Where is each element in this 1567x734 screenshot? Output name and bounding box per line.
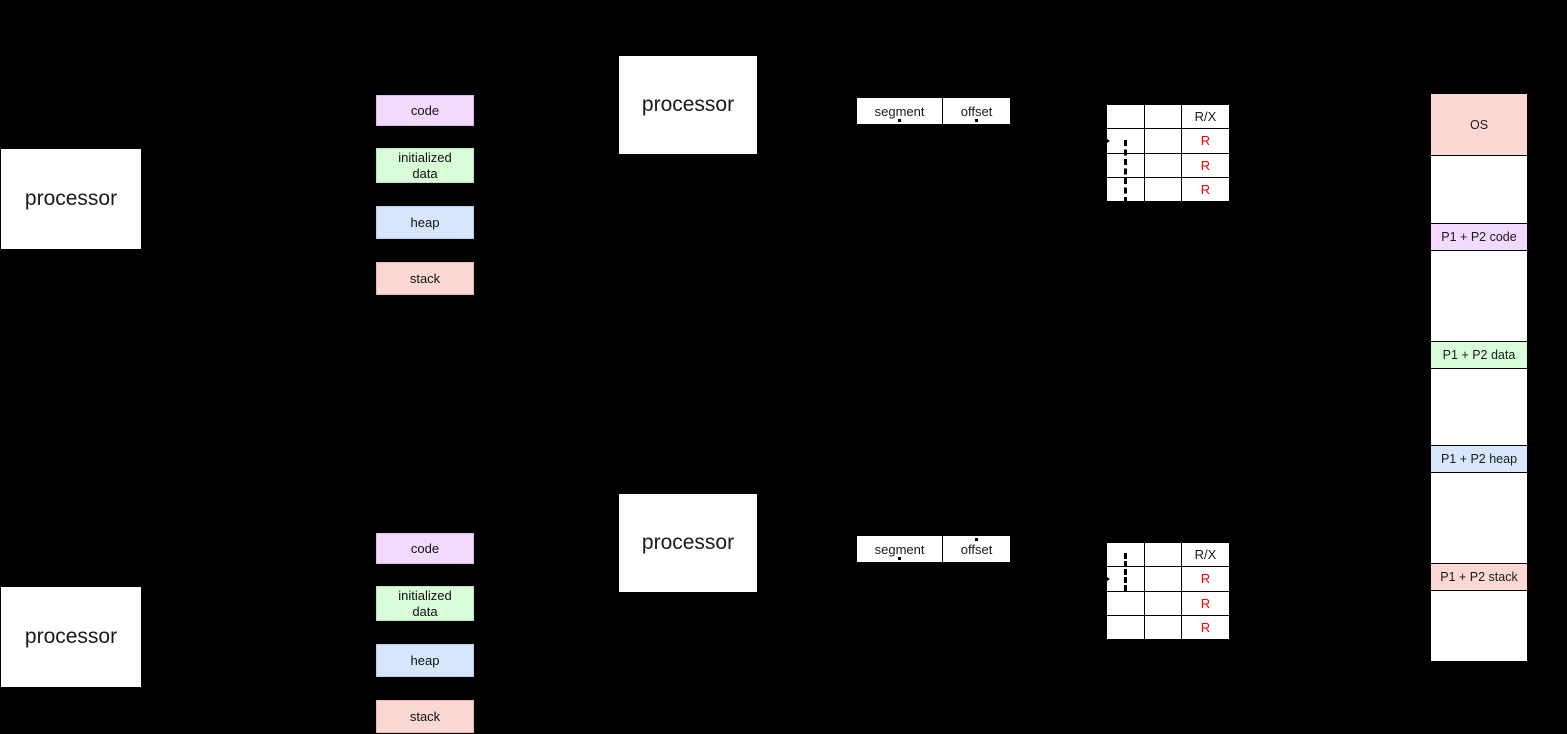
permission-cell-base[interactable] — [1106, 614, 1145, 641]
permission-cell-limit[interactable] — [1143, 590, 1182, 616]
marker-dot-offset-bottom — [975, 538, 979, 541]
permission-cell-flags[interactable]: R/X — [1181, 103, 1230, 130]
memory-region-os: OS — [1431, 93, 1527, 156]
marker-dot-segment-bottom — [898, 557, 902, 560]
marker-dot-offset-top — [975, 119, 979, 122]
address-field-offset-bottom[interactable]: offset — [942, 536, 1010, 562]
permission-row[interactable]: R — [1106, 566, 1230, 592]
memory-region-free-1 — [1431, 156, 1527, 223]
processor-box-center-bottom: processor — [618, 493, 758, 593]
memory-region-free-4 — [1431, 473, 1527, 563]
selection-arrow-icon-top — [1101, 134, 1110, 147]
permission-cell-base[interactable] — [1106, 590, 1145, 616]
memory-region-p1-p2-stack: P1 + P2 stack — [1431, 563, 1527, 591]
permission-cell-flags[interactable]: R — [1181, 152, 1230, 178]
permission-cell-flags[interactable]: R — [1181, 590, 1230, 616]
processor-box-left-bottom: processor — [0, 586, 142, 688]
permission-cell-flags[interactable]: R — [1181, 176, 1230, 203]
memory-region-free-2 — [1431, 251, 1527, 341]
segment-block-heap-bottom: heap — [376, 644, 474, 677]
permission-row[interactable]: R — [1106, 590, 1230, 616]
selection-dashed-line-bottom — [1124, 553, 1127, 591]
permission-row[interactable]: R — [1106, 614, 1230, 641]
processor-box-center-top: processor — [618, 55, 758, 155]
memory-region-p1-p2-code: P1 + P2 code — [1431, 223, 1527, 251]
permission-cell-limit[interactable] — [1143, 152, 1182, 178]
permission-cell-limit[interactable] — [1143, 103, 1182, 130]
address-field-offset-top[interactable]: offset — [942, 98, 1010, 124]
permission-cell-limit[interactable] — [1143, 541, 1182, 568]
memory-region-p1-p2-heap: P1 + P2 heap — [1431, 445, 1527, 473]
permission-cell-limit[interactable] — [1143, 176, 1182, 203]
permission-cell-limit[interactable] — [1143, 614, 1182, 641]
permission-cell-flags[interactable]: R — [1181, 614, 1230, 641]
memory-region-free-3 — [1431, 369, 1527, 445]
address-field-segment-bottom[interactable]: segment — [857, 536, 942, 562]
memory-region-p1-p2-data: P1 + P2 data — [1431, 341, 1527, 369]
permission-cell-base[interactable] — [1106, 103, 1145, 130]
selection-arrow-icon-bottom — [1101, 572, 1110, 585]
segment-block-code-bottom: code — [376, 533, 474, 564]
permission-row[interactable]: R — [1106, 128, 1230, 154]
permission-cell-limit[interactable] — [1143, 566, 1182, 592]
permission-cell-flags[interactable]: R — [1181, 128, 1230, 154]
address-field-segment-top[interactable]: segment — [857, 98, 942, 124]
marker-dot-segment-top — [898, 119, 902, 122]
processor-box-left-top: processor — [0, 148, 142, 250]
permission-row[interactable]: R/X — [1106, 103, 1230, 130]
segment-block-stack-top: stack — [376, 262, 474, 295]
segment-block-heap-top: heap — [376, 206, 474, 239]
segment-block-code-top: code — [376, 95, 474, 126]
segment-block-stack-bottom: stack — [376, 700, 474, 733]
permission-cell-limit[interactable] — [1143, 128, 1182, 154]
selection-dashed-line-top — [1124, 140, 1127, 203]
memory-region-free-5 — [1431, 591, 1527, 661]
permission-cell-flags[interactable]: R — [1181, 566, 1230, 592]
permission-cell-flags[interactable]: R/X — [1181, 541, 1230, 568]
